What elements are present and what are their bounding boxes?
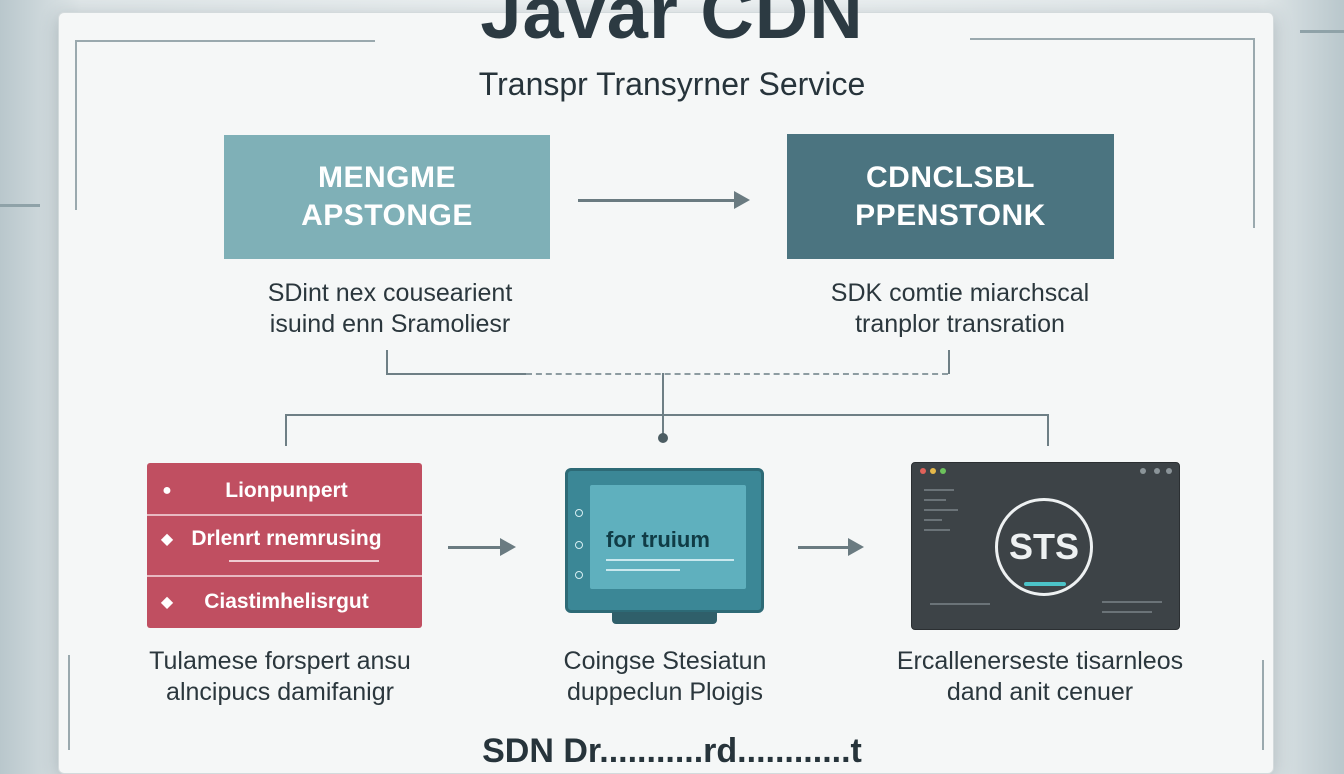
page-subtitle: Transpr Transyrner Service — [478, 66, 866, 102]
top-left-desc-line1: SDint nex cousearient — [267, 279, 513, 307]
top-right-box-line2: PPENSTONK — [855, 198, 1046, 232]
diamond-icon: ◆ — [160, 594, 174, 611]
code-line — [1102, 611, 1152, 613]
bottom-right-desc: Ercallenerseste tisarnleos dand anit cen… — [840, 646, 1240, 708]
arrow-bottom-left — [448, 538, 516, 556]
connector-dashed — [526, 373, 948, 375]
list-item-label: Ciastimhelisrgut — [204, 590, 369, 613]
bottom-left-desc-line2: alncipucs damifanigr — [166, 678, 394, 706]
top-left-box: MENGME APSTONGE — [224, 135, 550, 259]
code-line — [1102, 601, 1162, 603]
arrow-bottom-right — [798, 538, 864, 556]
code-line — [924, 529, 950, 531]
connector — [948, 350, 950, 374]
code-line — [924, 509, 958, 511]
bottom-left-desc: Tulamese forspert ansu alncipucs damifan… — [95, 646, 465, 708]
sts-underline — [1024, 582, 1066, 586]
diamond-icon: ◆ — [160, 531, 174, 548]
connector — [386, 373, 526, 375]
monitor-text: for truium — [606, 527, 710, 552]
window-control-icon — [1140, 468, 1146, 474]
top-right-desc-line2: tranplor transration — [855, 310, 1065, 338]
top-right-box-line1: CDNCLSBL — [866, 160, 1035, 194]
row-underline — [229, 560, 379, 562]
bottom-center-desc-line1: Coingse Stesiatun — [563, 647, 767, 675]
junction-dot — [658, 433, 668, 443]
code-line — [930, 603, 990, 605]
code-line — [924, 519, 942, 521]
sts-badge: STS — [995, 498, 1093, 596]
minimize-dot-icon — [930, 468, 936, 474]
frame-top-right — [970, 38, 1255, 40]
monitor-stand — [612, 612, 717, 624]
frame-left — [75, 40, 77, 210]
wall-line — [1300, 30, 1344, 33]
list-item: ● Lionpunpert — [147, 465, 422, 517]
screen-dot — [575, 571, 583, 579]
monitor-screen — [590, 485, 746, 589]
list-panel: ● Lionpunpert ◆ Drlenrt rnemrusing ◆ Cia… — [147, 463, 422, 628]
top-left-box-line2: APSTONGE — [301, 199, 473, 232]
screen-dot — [575, 509, 583, 517]
list-item-label: Lionpunpert — [225, 479, 348, 502]
screen-dot — [575, 541, 583, 549]
row-divider — [147, 514, 422, 516]
list-item: ◆ Drlenrt rnemrusing — [147, 513, 422, 565]
screen-bar — [606, 559, 734, 561]
connector — [285, 414, 1049, 416]
bottom-center-desc: Coingse Stesiatun duppeclun Ploigis — [500, 646, 830, 708]
connector — [662, 373, 664, 438]
list-item: ◆ Ciastimhelisrgut — [147, 576, 422, 628]
row-divider — [147, 575, 422, 577]
top-left-desc: SDint nex cousearient isuind enn Sramoli… — [200, 278, 580, 340]
code-line — [924, 499, 946, 501]
maximize-dot-icon — [940, 468, 946, 474]
connector — [285, 414, 287, 446]
top-left-box-line1: MENGME — [318, 161, 456, 194]
monitor-graphic: for truium — [565, 468, 764, 613]
footer-text: SDN Dr...........rd............t — [482, 732, 862, 770]
close-dot-icon — [920, 468, 926, 474]
screen-bar — [606, 569, 680, 571]
top-left-desc-line2: isuind enn Sramoliesr — [269, 310, 511, 338]
code-line — [924, 489, 954, 491]
top-right-box: CDNCLSBL PPENSTONK — [787, 134, 1114, 259]
list-item-label: Drlenrt rnemrusing — [191, 527, 382, 550]
frame-left-lower — [68, 655, 70, 750]
window-control-icon — [1166, 468, 1172, 474]
frame-top-left — [75, 40, 375, 42]
bottom-left-desc-line1: Tulamese forspert ansu — [149, 647, 411, 675]
frame-right — [1253, 38, 1255, 228]
top-right-desc: SDK comtie miarchscal tranplor transrati… — [770, 278, 1150, 340]
wall-line — [0, 204, 40, 207]
bullet-icon: ● — [162, 482, 172, 499]
connector — [1047, 414, 1049, 446]
connector — [386, 350, 388, 374]
bottom-center-desc-line2: duppeclun Ploigis — [567, 678, 763, 706]
bottom-right-desc-line2: dand anit cenuer — [946, 678, 1134, 706]
top-right-desc-line1: SDK comtie miarchscal — [830, 279, 1090, 307]
window-control-icon — [1154, 468, 1160, 474]
terminal-titlebar — [912, 463, 1179, 477]
frame-right-lower — [1262, 660, 1264, 750]
page-title: Javar CDN — [480, 0, 864, 54]
bottom-right-desc-line1: Ercallenerseste tisarnleos — [896, 647, 1184, 675]
arrow-top — [578, 191, 750, 209]
